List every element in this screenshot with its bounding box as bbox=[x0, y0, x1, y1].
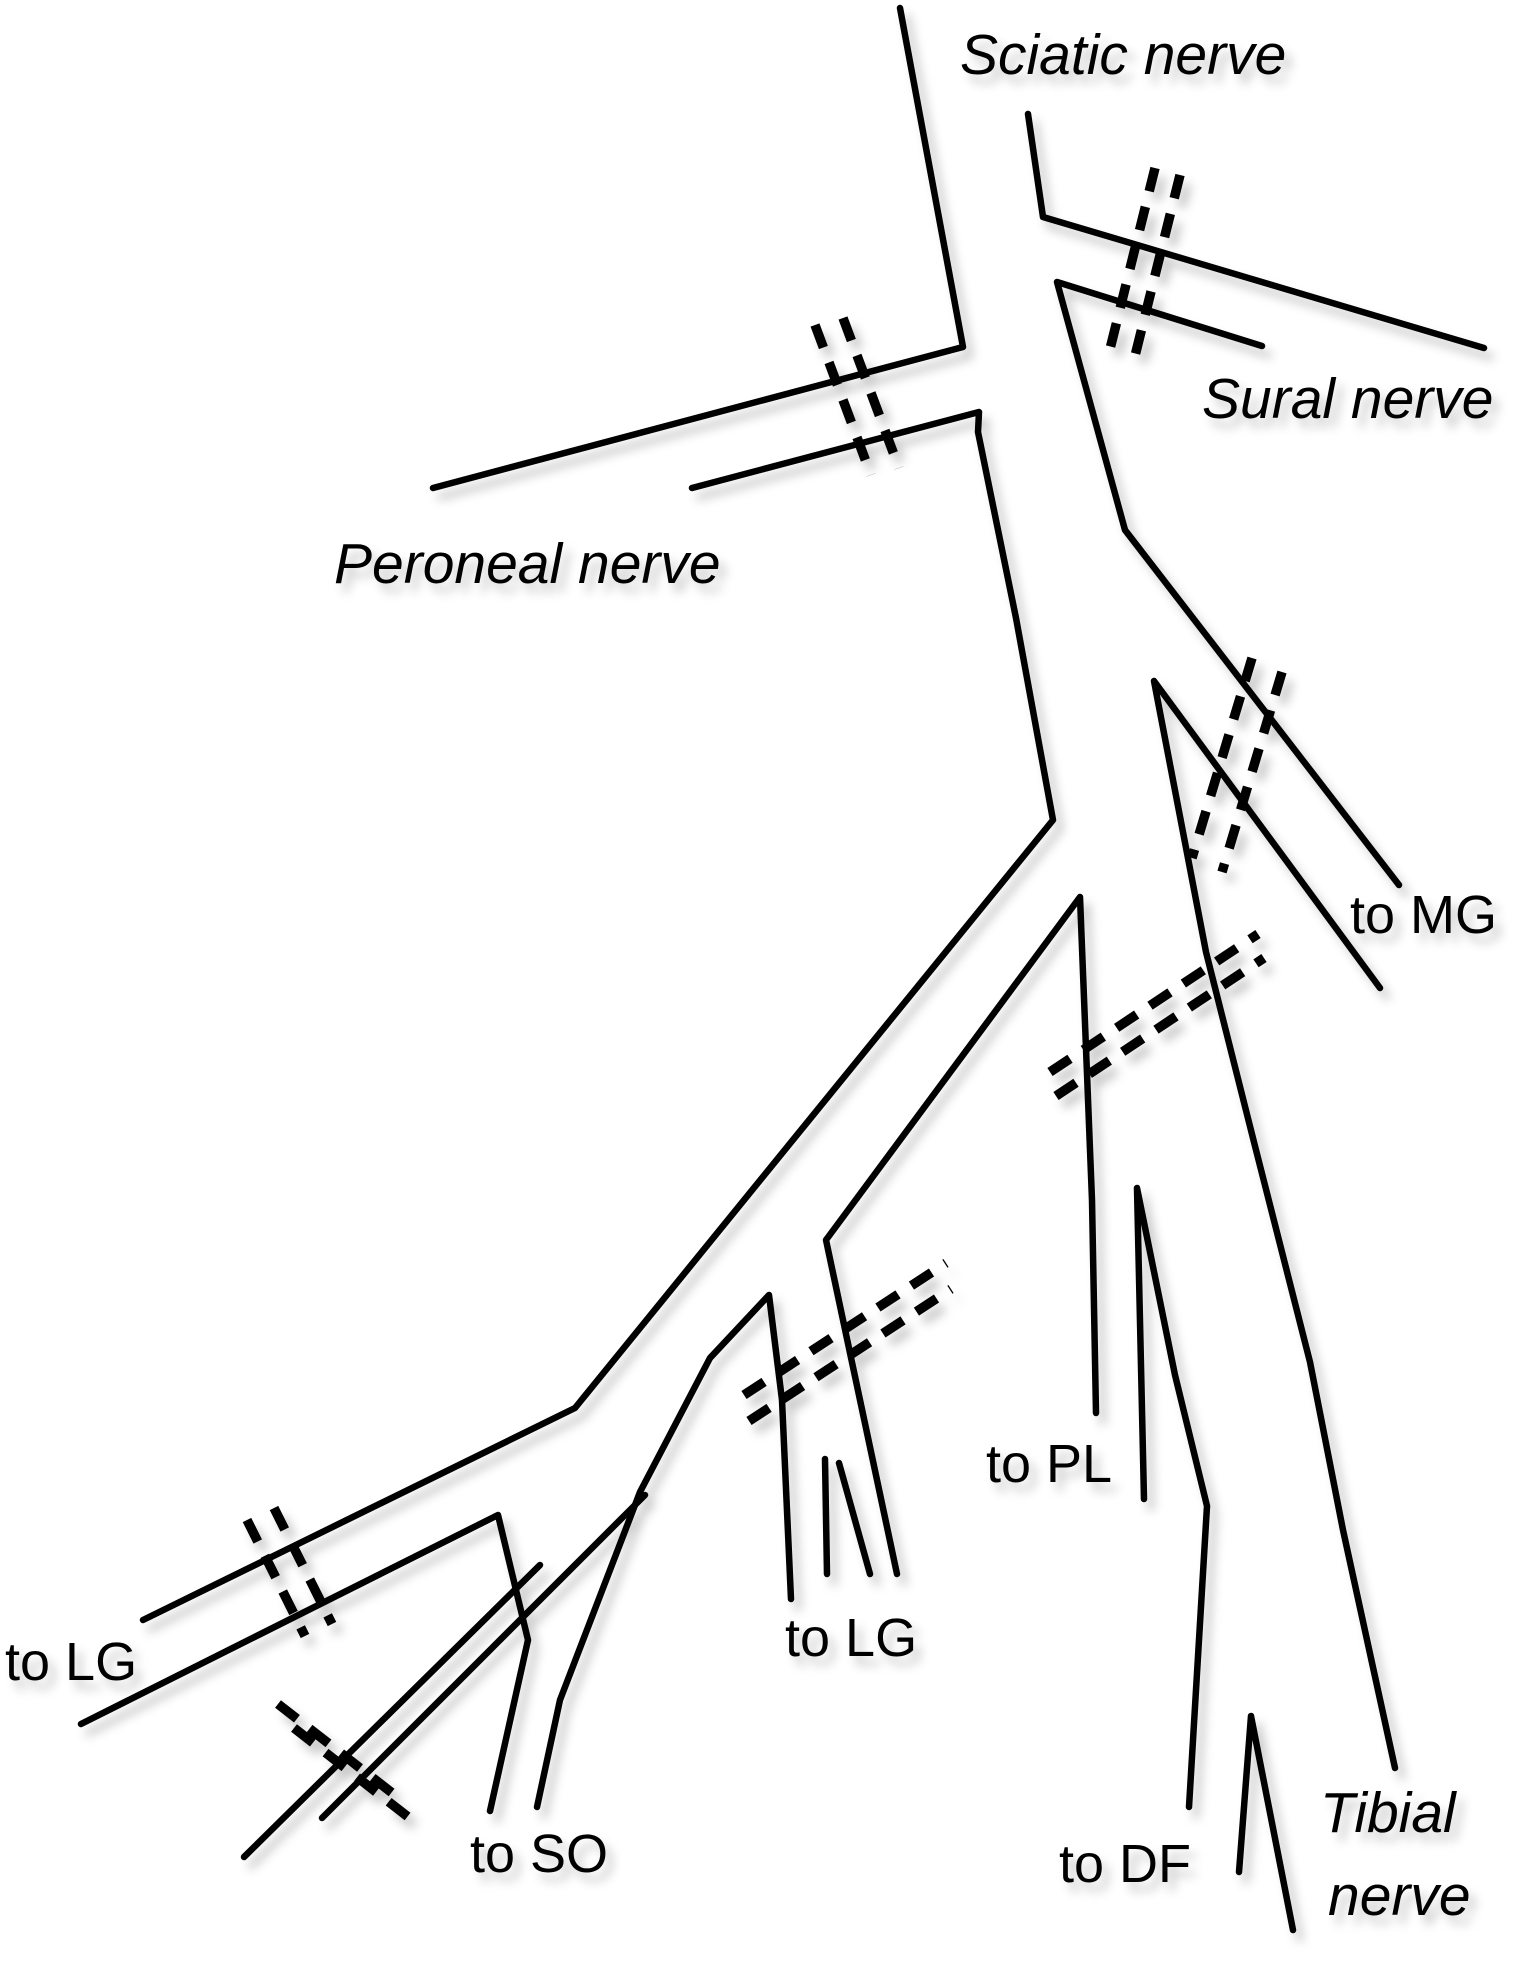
label-sural-nerve: Sural nerve bbox=[1202, 367, 1494, 431]
sciatic-trunk-left-and-peroneal-upper-line bbox=[429, 4, 967, 492]
label-tibial-line2: nerve bbox=[1328, 1864, 1471, 1928]
cut-mark-bottom-lg bbox=[275, 1700, 415, 1824]
cut-mark-left-lg bbox=[242, 1505, 337, 1639]
label-tibial-line1: Tibial bbox=[1320, 1781, 1457, 1845]
leftlg-lower-and-so-left-line bbox=[77, 1511, 532, 1815]
midlg-left-and-so-right-line bbox=[533, 1291, 795, 1811]
cut-mark-tibial bbox=[1047, 930, 1267, 1100]
peroneal-lower-and-trunk-left-line bbox=[139, 408, 1057, 1624]
label-to-lg-mid: to LG bbox=[785, 1608, 917, 1668]
label-to-pl: to PL bbox=[986, 1434, 1112, 1494]
cut-mark-peroneal bbox=[810, 316, 904, 477]
bottomlg-left-line bbox=[240, 1561, 544, 1861]
sural-upper-line bbox=[1024, 110, 1488, 352]
label-sciatic-nerve: Sciatic nerve bbox=[960, 23, 1286, 87]
label-to-so: to SO bbox=[470, 1824, 608, 1884]
label-tibial-nerve: Tibial nerve bbox=[1320, 1781, 1471, 1928]
label-to-df: to DF bbox=[1059, 1834, 1191, 1894]
df-fork-line bbox=[1235, 1712, 1297, 1934]
sural-lower-and-mg-upper-line bbox=[1053, 278, 1403, 889]
midlg-twig-2 bbox=[835, 1459, 874, 1578]
cut-mark-mg bbox=[1187, 656, 1287, 874]
cut-mark-sural bbox=[1104, 166, 1185, 362]
label-peroneal-nerve: Peroneal nerve bbox=[334, 532, 721, 596]
label-to-mg: to MG bbox=[1350, 885, 1497, 945]
cut-mark-mid-lg bbox=[741, 1259, 954, 1425]
bottomlg-right-line bbox=[318, 1491, 649, 1822]
mg-lower-and-tibial-right-line bbox=[1150, 677, 1399, 1772]
midlg-twig-1 bbox=[821, 1455, 831, 1578]
pl-right-and-tibial-left-resumed-line bbox=[1133, 1184, 1211, 1811]
label-to-lg-left: to LG bbox=[5, 1632, 137, 1692]
